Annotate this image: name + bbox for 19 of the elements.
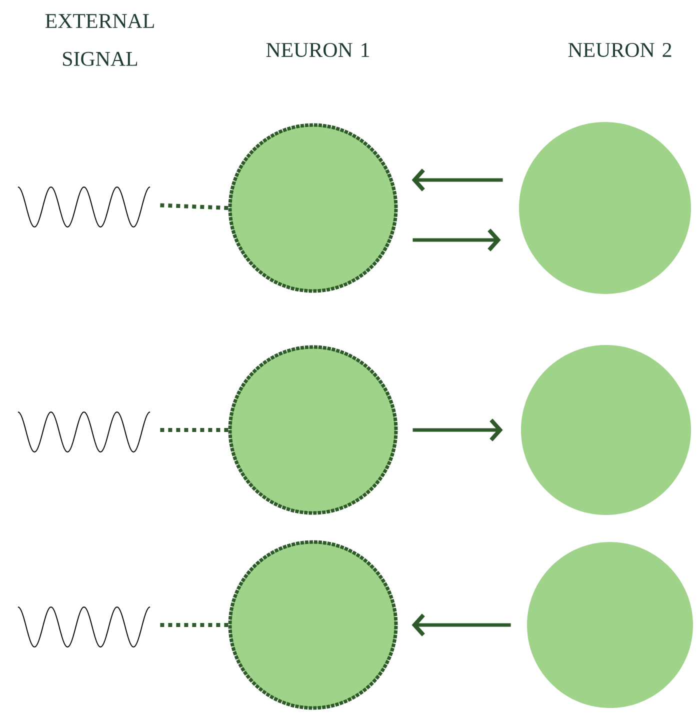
column-heading: EXTERNAL SIGNAL xyxy=(45,14,154,66)
neuron-circle xyxy=(228,123,398,293)
arrow xyxy=(412,228,501,252)
neuron-circle xyxy=(527,542,693,708)
arrow xyxy=(412,614,511,636)
dotted-connector xyxy=(160,428,228,432)
neuron-circle xyxy=(521,345,691,515)
signal-wave-drawing xyxy=(18,186,150,228)
dotted-connector xyxy=(160,623,228,627)
signal-wave-drawing xyxy=(18,606,150,648)
signal-wave-drawing xyxy=(18,411,150,453)
neuron-circle xyxy=(519,122,691,294)
neuron-circle xyxy=(228,345,398,515)
arrow xyxy=(412,418,503,442)
neuron-circle xyxy=(228,540,398,710)
column-heading: NEURON 2 xyxy=(568,42,672,58)
dotted-connector xyxy=(160,203,228,210)
column-heading: NEURON 1 xyxy=(266,42,370,58)
arrow xyxy=(412,168,503,192)
